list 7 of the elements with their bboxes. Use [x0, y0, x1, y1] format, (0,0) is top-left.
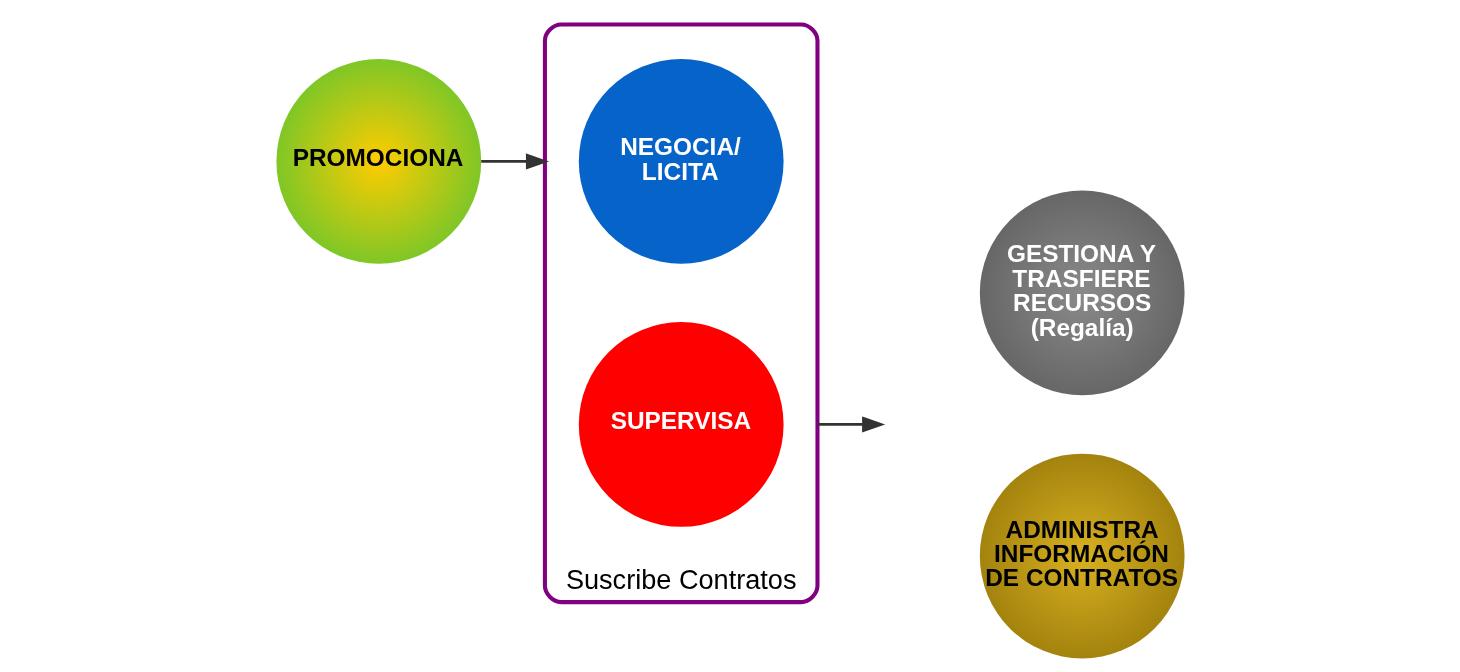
- node-circle: PROMOCIONA: [275, 59, 481, 264]
- node-circle: NEGOCIA/ LICITA: [578, 59, 784, 264]
- node-circle: ADMINISTRA INFORMACIÓN DE CONTRATOS: [979, 453, 1185, 659]
- node-circle: SUPERVISA: [578, 322, 784, 527]
- node-circle: GESTIONA Y TRASFIERE RECURSOS (Regalía): [979, 190, 1185, 396]
- arrow: [816, 416, 885, 433]
- arrow: [480, 153, 549, 170]
